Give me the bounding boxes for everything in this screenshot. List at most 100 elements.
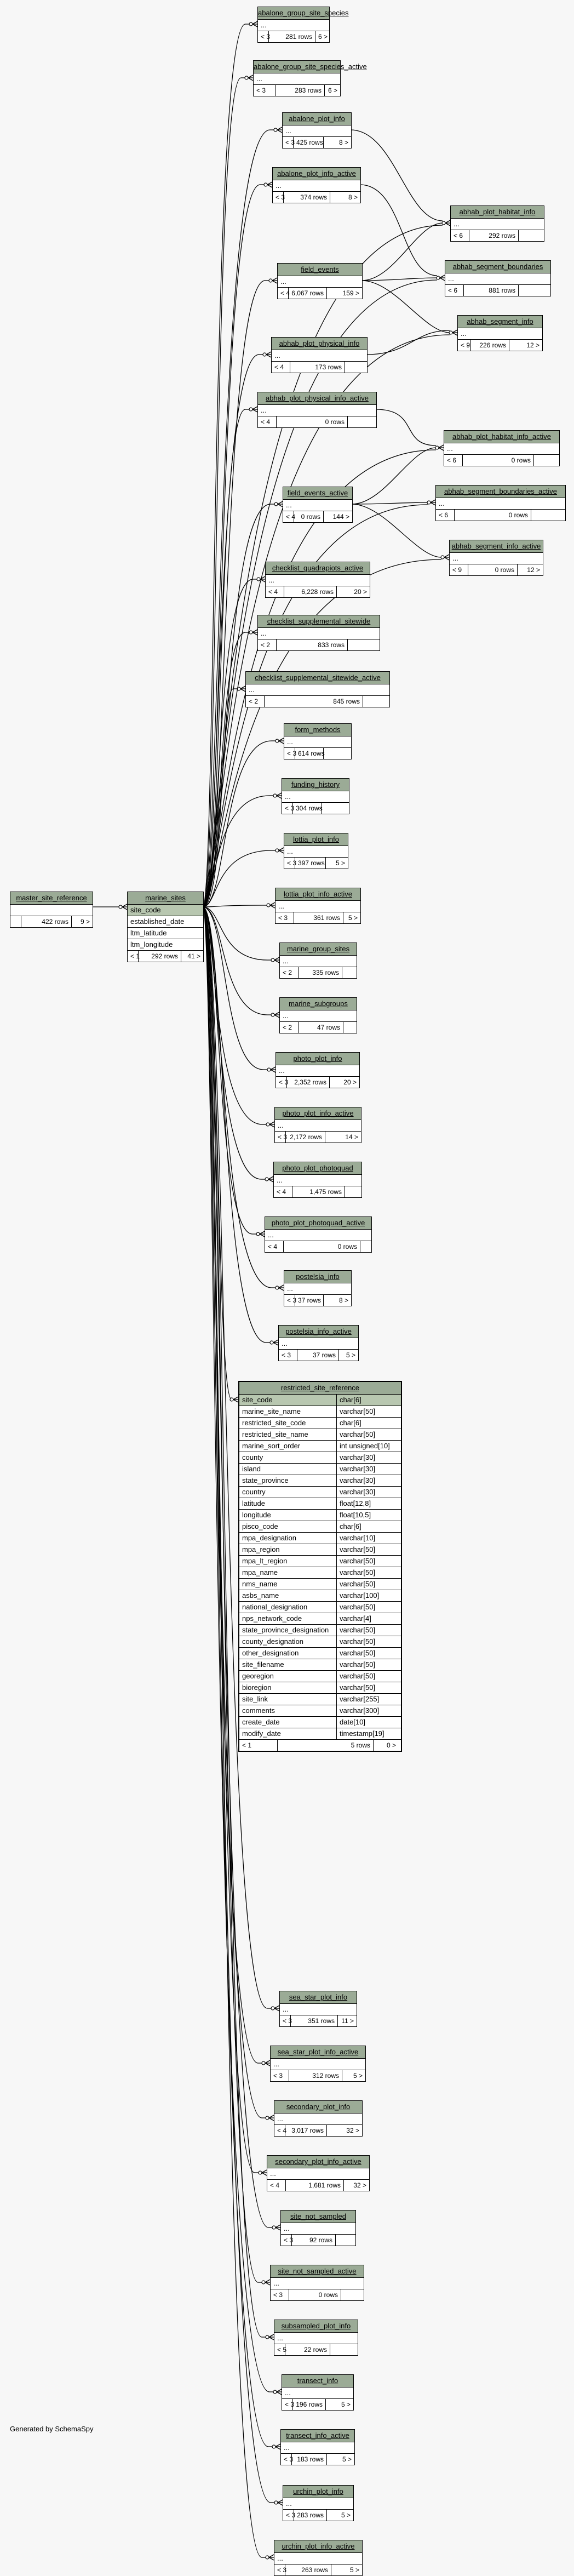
table-name[interactable]: restricted_site_reference — [280, 1384, 360, 1392]
table-name[interactable]: sea_star_plot_info_active — [277, 2048, 359, 2056]
table-name[interactable]: master_site_reference — [16, 894, 87, 902]
table-name-header[interactable]: postelsia_info — [284, 1271, 351, 1283]
table-name[interactable]: abhab_plot_habitat_info — [459, 208, 536, 216]
table-name[interactable]: abalone_group_site_species_active — [254, 62, 367, 71]
table-name-header[interactable]: abhab_segment_boundaries — [445, 261, 550, 273]
table-name[interactable]: transect_info_active — [286, 2431, 349, 2440]
table-name-header[interactable]: site_not_sampled_active — [271, 2265, 364, 2278]
table-name-header[interactable]: secondary_plot_info_active — [267, 2156, 369, 2168]
table-name[interactable]: abhab_segment_boundaries — [452, 262, 543, 271]
table-name-header[interactable]: transect_info_active — [281, 2430, 354, 2442]
table-name[interactable]: abalone_group_site_species — [258, 9, 349, 17]
table-name-header[interactable]: restricted_site_reference — [239, 1382, 401, 1395]
table-name[interactable]: abhab_segment_info_active — [451, 542, 541, 550]
table-name-header[interactable]: marine_group_sites — [280, 943, 357, 956]
table-name-header[interactable]: lottia_plot_info — [284, 833, 348, 846]
table-name[interactable]: abalone_plot_info_active — [277, 169, 356, 178]
table-name-header[interactable]: photo_plot_info — [276, 1053, 359, 1065]
table-name-header[interactable]: field_events — [278, 264, 362, 276]
table-name[interactable]: form_methods — [295, 726, 341, 734]
table-name[interactable]: postelsia_info_active — [285, 1327, 352, 1335]
table-name[interactable]: photo_plot_info — [293, 1054, 342, 1063]
table-name-header[interactable]: urchin_plot_info_active — [274, 2540, 362, 2553]
table-name[interactable]: lottia_plot_info — [293, 835, 339, 843]
table-name-header[interactable]: sea_star_plot_info_active — [271, 2046, 365, 2059]
table-name-header[interactable]: secondary_plot_info — [274, 2101, 362, 2114]
table-name[interactable]: marine_group_sites — [286, 945, 350, 953]
table-name[interactable]: transect_info — [297, 2377, 338, 2385]
table-name[interactable]: secondary_plot_info_active — [275, 2157, 361, 2166]
table-name-header[interactable]: abhab_segment_info — [458, 316, 542, 328]
table-name-header[interactable]: form_methods — [284, 724, 351, 736]
table-name[interactable]: photo_plot_info_active — [282, 1109, 354, 1117]
table-name[interactable]: field_events_active — [287, 489, 348, 497]
table-name[interactable]: postelsia_info — [296, 1272, 340, 1281]
table-name[interactable]: checklist_supplemental_sitewide_active — [255, 673, 381, 682]
table-name-header[interactable]: abhab_plot_physical_info_active — [258, 392, 376, 405]
table-name-header[interactable]: checklist_supplemental_sitewide_active — [246, 672, 389, 684]
table-name[interactable]: site_not_sampled_active — [278, 2267, 357, 2275]
table-name-header[interactable]: marine_subgroups — [280, 998, 357, 1010]
table-name-header[interactable]: abhab_segment_boundaries_active — [436, 486, 565, 498]
table-name-header[interactable]: transect_info — [282, 2375, 353, 2387]
table-name[interactable]: urchin_plot_info — [293, 2487, 343, 2495]
table-name-header[interactable]: master_site_reference — [10, 892, 93, 905]
table-name-header[interactable]: abhab_plot_habitat_info_active — [444, 431, 559, 443]
table-name[interactable]: site_not_sampled — [290, 2212, 346, 2220]
table-name-header[interactable]: urchin_plot_info — [283, 2486, 353, 2498]
table-name[interactable]: abhab_plot_physical_info_active — [266, 394, 369, 402]
table-name[interactable]: photo_plot_photoquad — [282, 1164, 353, 1172]
table-name[interactable]: marine_subgroups — [289, 999, 348, 1008]
table-name[interactable]: sea_star_plot_info — [289, 1993, 348, 2001]
table-name-header[interactable]: site_not_sampled — [281, 2211, 355, 2223]
table-name[interactable]: checklist_quadrapiots_active — [272, 564, 364, 572]
table-name[interactable]: abalone_plot_info — [289, 115, 345, 123]
table-name-header[interactable]: lottia_plot_info_active — [275, 888, 360, 901]
table-name[interactable]: funding_history — [291, 780, 340, 789]
table-name[interactable]: urchin_plot_info_active — [282, 2542, 355, 2550]
table-name-header[interactable]: photo_plot_photoquad_active — [265, 1217, 371, 1230]
table-name-header[interactable]: subsampled_plot_info — [274, 2320, 358, 2333]
table-name[interactable]: photo_plot_photoquad_active — [271, 1219, 365, 1227]
table-name[interactable]: abhab_plot_habitat_info_active — [452, 432, 551, 441]
table-name-header[interactable]: photo_plot_photoquad — [274, 1162, 361, 1175]
table-name-header[interactable]: sea_star_plot_info — [280, 1991, 357, 2004]
table-name[interactable]: lottia_plot_info_active — [283, 890, 353, 898]
